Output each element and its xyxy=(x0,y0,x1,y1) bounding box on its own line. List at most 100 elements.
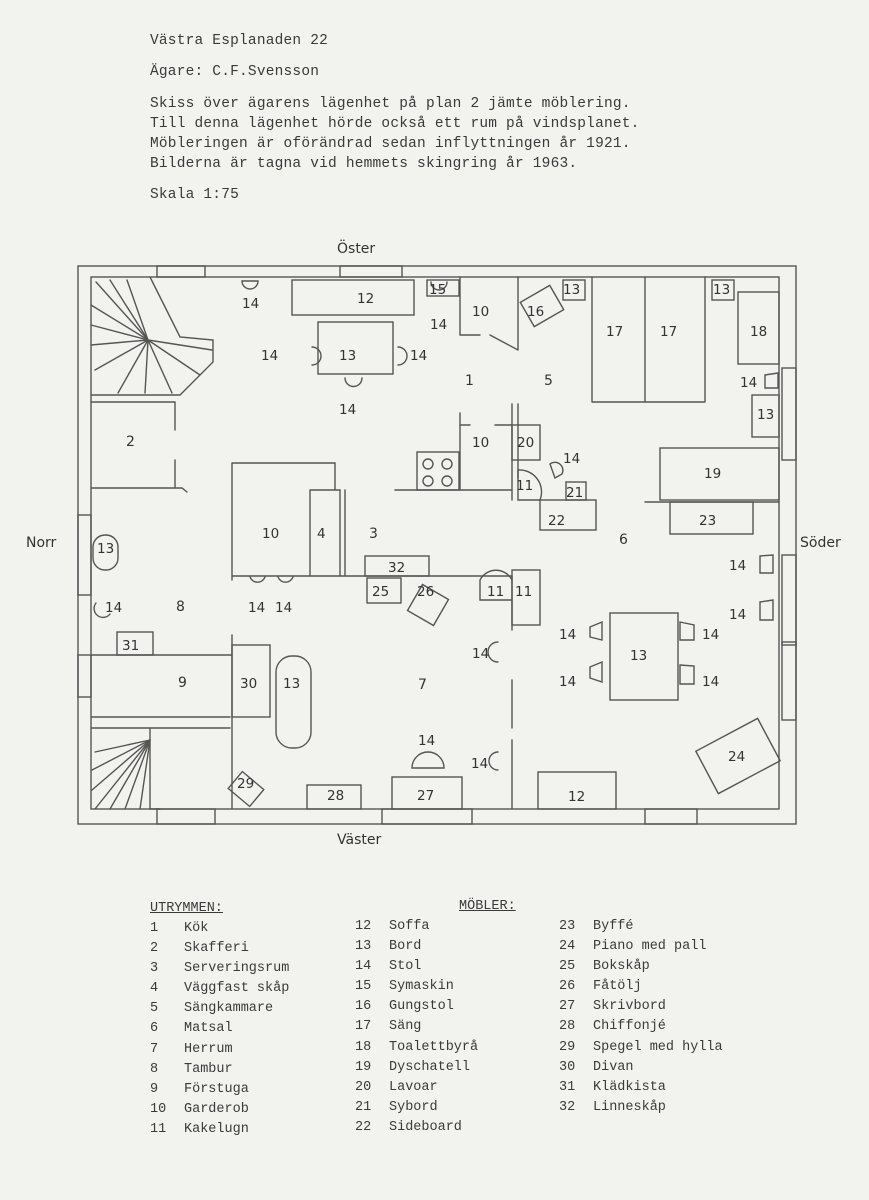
legend-label: Matsal xyxy=(184,1021,233,1037)
furn-18-label: 18 xyxy=(750,324,767,340)
legend-number: 31 xyxy=(559,1079,576,1095)
description-line-4: Bilderna är tagna vid hemmets skingring … xyxy=(150,156,578,172)
furn-32-label: 32 xyxy=(388,560,405,576)
furn-10-label: 10 xyxy=(262,526,279,542)
furn-17-label: 17 xyxy=(660,324,677,340)
furn-23-label: 23 xyxy=(699,513,716,529)
room-7-label: 7 xyxy=(418,677,427,693)
furn-11-label: 11 xyxy=(515,584,532,600)
room-labels: 1 2 3 5 6 7 8 9 xyxy=(126,373,628,693)
legend-number: 26 xyxy=(559,979,576,995)
furn-13-label: 13 xyxy=(283,676,300,692)
legend-label: Linneskåp xyxy=(593,1099,666,1115)
legend-label: Skrivbord xyxy=(593,999,666,1015)
direction-east: Öster xyxy=(337,241,376,257)
room-3-label: 3 xyxy=(369,526,378,542)
legend-number: 21 xyxy=(355,1099,372,1115)
furn-11-label: 11 xyxy=(487,584,504,600)
legend-label: Skafferi xyxy=(184,941,249,957)
furn-14-label: 14 xyxy=(472,646,489,662)
legend-label: Sybord xyxy=(389,1099,438,1115)
furn-20-label: 20 xyxy=(517,435,534,451)
furn-10-label: 10 xyxy=(472,435,489,451)
legend-number: 9 xyxy=(150,1081,159,1097)
scale-label: Skala 1:75 xyxy=(150,187,240,203)
rooms-legend-title: UTRYMMEN: xyxy=(150,901,223,916)
legend-label: Lavoar xyxy=(389,1079,438,1095)
direction-north: Norr xyxy=(26,535,57,551)
legend-item: 19 Dyschatell xyxy=(355,1058,478,1078)
legend-number: 23 xyxy=(559,919,576,934)
legend-item: 31 Klädkista xyxy=(559,1078,723,1098)
legend-label: Toalettbyrå xyxy=(389,1039,479,1055)
legend-label: Divan xyxy=(593,1059,634,1075)
furn-27-label: 27 xyxy=(417,788,434,804)
legend-number: 25 xyxy=(559,959,576,975)
legend-label: Chiffonjé xyxy=(593,1019,666,1035)
owner-line: Ägare: C.F.Svensson xyxy=(150,64,320,80)
legend-label: Gungstol xyxy=(389,999,454,1015)
legend-label: Stol xyxy=(389,959,422,975)
furn-12-label: 12 xyxy=(357,291,374,307)
legend-label: Sideboard xyxy=(389,1119,462,1135)
legend-label: Dyschatell xyxy=(389,1059,471,1075)
legend-number: 10 xyxy=(150,1101,167,1117)
furn-10-label: 10 xyxy=(472,304,489,320)
legend-number: 29 xyxy=(559,1039,576,1055)
furn-11-label: 11 xyxy=(516,478,533,494)
legend-number: 19 xyxy=(355,1059,372,1075)
direction-south: Söder xyxy=(800,535,841,551)
furn-13-label: 13 xyxy=(97,541,114,557)
inner-wall xyxy=(90,276,780,810)
furn-14-label: 14 xyxy=(563,451,580,467)
legend-label: Väggfast skåp xyxy=(184,981,290,997)
legend-number: 5 xyxy=(150,1001,159,1017)
furn-24-label: 24 xyxy=(728,749,745,765)
furn-25-label: 25 xyxy=(372,584,389,600)
furn-30-label: 30 xyxy=(240,676,257,692)
legend-number: 17 xyxy=(355,1019,372,1035)
legend-label: Garderob xyxy=(184,1101,249,1117)
legend-label: Herrum xyxy=(184,1041,233,1057)
address-line: Västra Esplanaden 22 xyxy=(150,33,329,49)
room-8-label: 8 xyxy=(176,599,185,615)
legend-number: 28 xyxy=(559,1019,576,1035)
furn-31-label: 31 xyxy=(122,638,139,654)
room-6-label: 6 xyxy=(619,532,628,548)
legend-item: 22 Sideboard xyxy=(355,1118,478,1138)
legend-label: Bokskåp xyxy=(593,959,650,975)
furn-14-label: 14 xyxy=(729,607,746,623)
furn-12-label: 12 xyxy=(568,789,585,805)
legend-item: 10 Garderob xyxy=(150,1100,289,1120)
legend-label: Klädkista xyxy=(593,1079,666,1095)
room-5-label: 5 xyxy=(544,373,553,389)
outer-wall xyxy=(77,265,797,825)
legend-number: 22 xyxy=(355,1119,372,1135)
room-1-label: 1 xyxy=(465,373,474,389)
legend-label: Tambur xyxy=(184,1061,233,1077)
legend-number: 1 xyxy=(150,921,159,936)
furn-29-label: 29 xyxy=(237,776,254,792)
furn-14-label: 14 xyxy=(740,375,757,391)
legend-number: 16 xyxy=(355,999,372,1015)
furn-4-label: 4 xyxy=(317,526,326,542)
stair-top xyxy=(90,276,214,396)
furn-13-label: 13 xyxy=(757,407,774,423)
legend-number: 4 xyxy=(150,981,159,997)
windows xyxy=(77,265,797,825)
furn-14-label: 14 xyxy=(559,674,576,690)
